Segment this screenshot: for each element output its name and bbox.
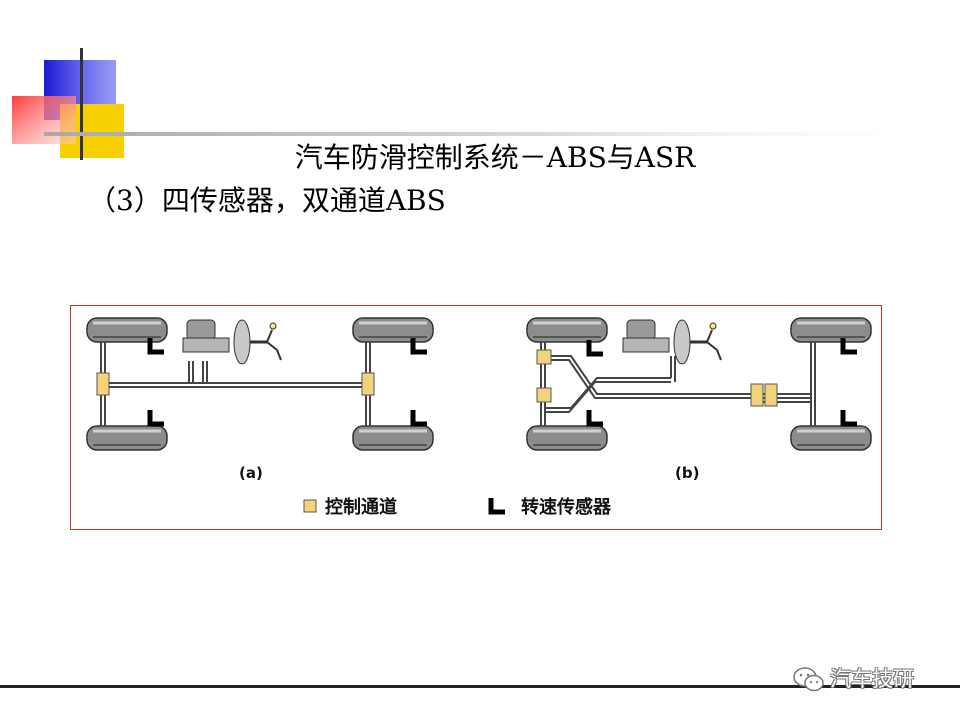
abs-diagram-frame: (a) (b) 控制通道 转速传感器 <box>70 305 882 530</box>
tire-front-left-a <box>85 316 169 344</box>
diagram-label-a: (a) <box>239 464 263 482</box>
speed-sensor-icon <box>150 410 164 424</box>
speed-sensor-icon <box>413 410 427 424</box>
diagram-b <box>525 316 873 452</box>
diagram-a <box>85 316 435 452</box>
control-channel-icon <box>303 499 317 513</box>
speed-sensor-icon <box>491 498 505 512</box>
legend-speed-sensor: 转速传感器 <box>521 496 612 518</box>
tire-rear-right-b <box>789 424 873 452</box>
watermark-text: 汽车技研 <box>830 667 914 691</box>
watermark: 汽车技研 <box>792 664 942 694</box>
slide-title: 汽车防滑控制系统－ABS与ASR <box>294 141 696 174</box>
tire-rear-left-b <box>525 424 609 452</box>
wechat-icon <box>793 667 824 692</box>
control-channel-icon <box>536 349 552 365</box>
decorative-corner-graphic <box>12 48 960 160</box>
tire-front-left-b <box>525 316 609 344</box>
footer-rule <box>0 685 960 688</box>
tire-rear-left-a <box>85 424 169 452</box>
control-channel-icon <box>764 383 778 407</box>
control-channel-icon <box>750 383 764 407</box>
speed-sensor-icon <box>589 410 603 424</box>
abs-diagram: (a) (b) 控制通道 转速传感器 <box>85 316 873 518</box>
diagram-label-b: (b) <box>675 464 699 482</box>
control-channel-icon <box>536 387 552 403</box>
control-channel-icon <box>96 372 110 396</box>
tire-front-right-a <box>351 316 435 344</box>
legend: 控制通道 转速传感器 <box>303 496 612 518</box>
brake-booster-a <box>181 318 283 366</box>
tire-front-right-b <box>789 316 873 344</box>
control-channel-icon <box>361 372 375 396</box>
legend-control-channel: 控制通道 <box>325 496 397 518</box>
slide-subtitle: （3）四传感器，双通道ABS <box>88 184 446 217</box>
speed-sensor-icon <box>843 410 857 424</box>
tire-rear-right-a <box>351 424 435 452</box>
